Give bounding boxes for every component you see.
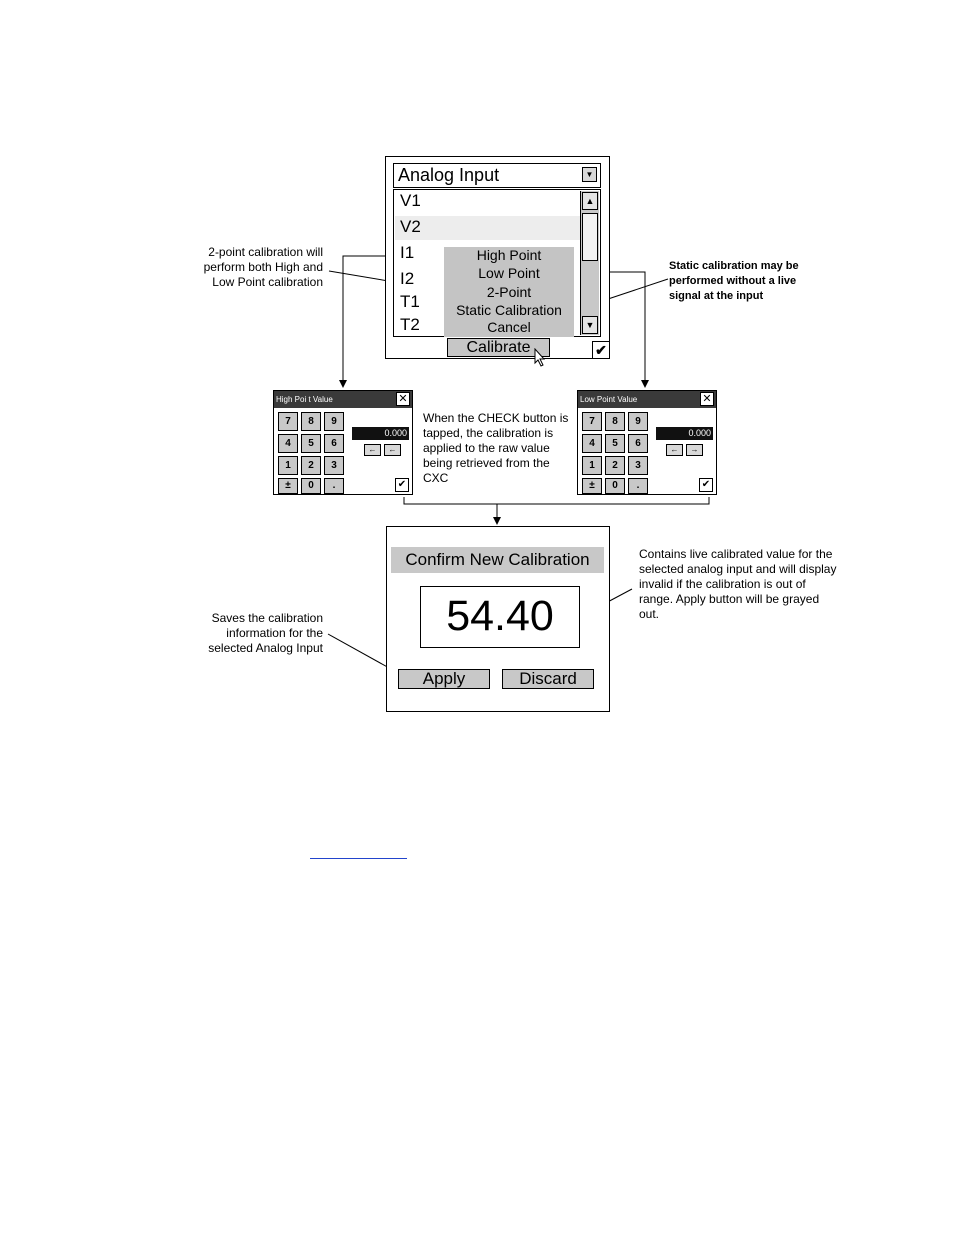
- arrowhead-confirm: [493, 517, 501, 525]
- triangle-up-icon[interactable]: ▲: [582, 192, 598, 210]
- key-7[interactable]: 7: [582, 412, 602, 431]
- menu-item-high-point[interactable]: High Point: [476, 247, 542, 263]
- list-item-t2[interactable]: T2: [400, 315, 420, 334]
- menu-item-cancel[interactable]: Cancel: [487, 319, 531, 335]
- selected-row-highlight: [395, 216, 581, 240]
- key-0[interactable]: 0: [301, 478, 321, 494]
- scrollbar[interactable]: ▲ ▼: [580, 191, 599, 335]
- confirm-title: Confirm New Calibration: [391, 547, 604, 573]
- keypad-display: 0.000: [352, 427, 409, 440]
- check-icon[interactable]: ✔: [395, 478, 409, 492]
- analog-input-dropdown[interactable]: Analog Input ▼: [393, 163, 601, 188]
- annotation-static: Static calibration may be performed with…: [669, 260, 799, 302]
- keypad-title: Low Point Value: [578, 391, 716, 408]
- key-4[interactable]: 4: [582, 434, 602, 453]
- list-item-i2[interactable]: I2: [400, 269, 415, 288]
- calibration-menu: High Point Low Point 2-Point Static Cali…: [444, 247, 574, 337]
- key-2[interactable]: 2: [605, 456, 625, 475]
- keypad-title-text: High Poi t Value: [276, 395, 333, 404]
- annotation-live-value: Contains live calibrated value for the s…: [639, 547, 837, 621]
- key-plus-minus[interactable]: ±: [278, 478, 298, 494]
- list-item-v2[interactable]: V2: [400, 217, 421, 236]
- key-8[interactable]: 8: [301, 412, 321, 431]
- list-item-t1[interactable]: T1: [400, 292, 420, 311]
- check-icon[interactable]: ✔: [592, 341, 610, 359]
- key-2[interactable]: 2: [301, 456, 321, 475]
- key-decimal[interactable]: .: [628, 478, 648, 494]
- keypad-title-text: Low Point Value: [580, 395, 638, 404]
- hyperlink-underline[interactable]: [310, 858, 407, 859]
- scroll-thumb[interactable]: [582, 213, 598, 261]
- key-7[interactable]: 7: [278, 412, 298, 431]
- key-3[interactable]: 3: [628, 456, 648, 475]
- triangle-down-icon[interactable]: ▼: [582, 316, 598, 334]
- key-6[interactable]: 6: [324, 434, 344, 453]
- list-item-i1[interactable]: I1: [400, 243, 415, 262]
- annotation-saves: Saves the calibration information for th…: [208, 611, 323, 655]
- backspace-icon[interactable]: ←: [384, 444, 401, 456]
- key-4[interactable]: 4: [278, 434, 298, 453]
- high-point-keypad: High Poi t Value ✕ 7 8 9 4 5 6 1 2 3 ± 0…: [273, 390, 413, 495]
- key-6[interactable]: 6: [628, 434, 648, 453]
- key-1[interactable]: 1: [582, 456, 602, 475]
- keypad-title: High Poi t Value: [274, 391, 412, 408]
- key-decimal[interactable]: .: [324, 478, 344, 494]
- arrowhead-high: [339, 380, 347, 388]
- annotation-check-button: When the CHECK button is tapped, the cal…: [423, 411, 569, 485]
- menu-item-low-point[interactable]: Low Point: [478, 265, 540, 281]
- list-item-v1[interactable]: V1: [400, 191, 421, 210]
- key-0[interactable]: 0: [605, 478, 625, 494]
- close-icon[interactable]: ✕: [396, 392, 410, 406]
- key-1[interactable]: 1: [278, 456, 298, 475]
- mouse-pointer-icon: [534, 348, 546, 367]
- close-icon[interactable]: ✕: [700, 392, 714, 406]
- key-plus-minus[interactable]: ±: [582, 478, 602, 494]
- key-5[interactable]: 5: [605, 434, 625, 453]
- connector-keypads-join: [403, 497, 710, 505]
- dropdown-value: Analog Input: [398, 165, 500, 185]
- arrowhead-low: [641, 380, 649, 388]
- annotation-2-point: 2-point calibration will perform both Hi…: [203, 245, 323, 289]
- menu-item-2-point[interactable]: 2-Point: [486, 284, 532, 300]
- chevron-down-icon[interactable]: ▼: [582, 167, 597, 182]
- key-8[interactable]: 8: [605, 412, 625, 431]
- arrow-left-icon[interactable]: ←: [364, 444, 381, 456]
- arrow-left-icon[interactable]: ←: [666, 444, 683, 456]
- key-9[interactable]: 9: [324, 412, 344, 431]
- low-point-keypad: Low Point Value ✕ 7 8 9 4 5 6 1 2 3 ± 0 …: [577, 390, 717, 495]
- keypad-display: 0.000: [656, 427, 713, 440]
- calibrate-button[interactable]: Calibrate: [447, 338, 550, 357]
- check-icon[interactable]: ✔: [699, 478, 713, 492]
- menu-item-static-calibration[interactable]: Static Calibration: [456, 302, 562, 318]
- apply-button[interactable]: Apply: [398, 669, 490, 689]
- key-9[interactable]: 9: [628, 412, 648, 431]
- key-3[interactable]: 3: [324, 456, 344, 475]
- key-5[interactable]: 5: [301, 434, 321, 453]
- arrow-right-icon[interactable]: →: [686, 444, 703, 456]
- calibrated-value-display: 54.40: [420, 586, 580, 648]
- discard-button[interactable]: Discard: [502, 669, 594, 689]
